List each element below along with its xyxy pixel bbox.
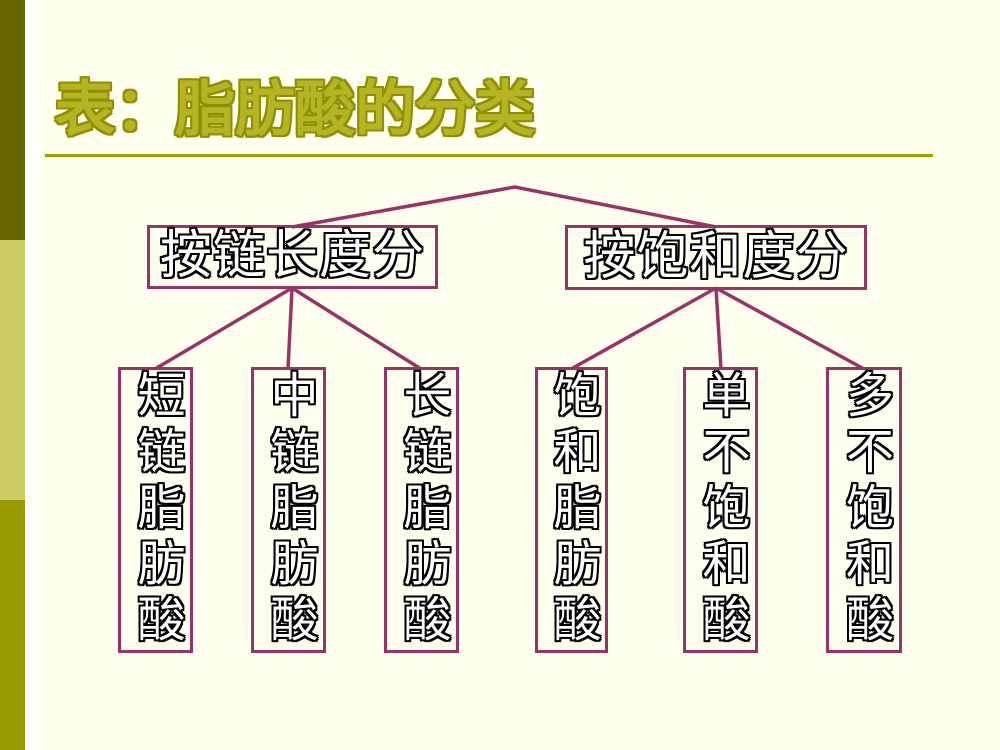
leaf-box-long-chain: 长链脂肪酸 xyxy=(384,367,459,653)
slide-title: 表：脂肪酸的分类 xyxy=(55,76,535,143)
branch-label-chain-length: 按链长度分 xyxy=(159,228,425,285)
branch-box-saturation: 按饱和度分 xyxy=(565,225,867,290)
branch-label-saturation: 按饱和度分 xyxy=(583,228,849,286)
leaf-box-saturated: 饱和脂肪酸 xyxy=(535,367,608,653)
sidebar-accent-bottom xyxy=(0,500,25,750)
leaf-label-saturated: 饱和脂肪酸 xyxy=(545,370,599,650)
leaf-label-short-chain: 短链脂肪酸 xyxy=(129,370,183,650)
sidebar-white-gap xyxy=(25,0,38,750)
chain-fan-line-middle xyxy=(286,287,294,370)
leaf-box-monounsaturated: 单不饱和酸 xyxy=(683,367,758,653)
saturation-fan-line-middle xyxy=(714,287,723,370)
leaf-label-monounsaturated: 单不饱和酸 xyxy=(694,370,748,650)
saturation-fan-line-right xyxy=(715,286,865,371)
chain-fan-line-left xyxy=(154,286,293,371)
title-underline xyxy=(45,154,933,157)
leaf-box-polyunsaturated: 多不饱和酸 xyxy=(826,367,902,653)
leaf-box-medium-chain: 中链脂肪酸 xyxy=(251,367,326,653)
leaf-box-short-chain: 短链脂肪酸 xyxy=(118,367,193,653)
sidebar-accent-top xyxy=(0,0,25,240)
leaf-label-medium-chain: 中链脂肪酸 xyxy=(262,370,316,650)
leaf-label-polyunsaturated: 多不饱和酸 xyxy=(838,370,891,650)
saturation-fan-line-left xyxy=(570,286,717,371)
branch-box-chain-length: 按链长度分 xyxy=(147,225,438,289)
root-branch-line xyxy=(291,185,717,229)
chain-fan-line-right xyxy=(291,286,422,371)
sidebar-accent-middle xyxy=(0,240,25,500)
leaf-label-long-chain: 长链脂肪酸 xyxy=(395,370,449,650)
